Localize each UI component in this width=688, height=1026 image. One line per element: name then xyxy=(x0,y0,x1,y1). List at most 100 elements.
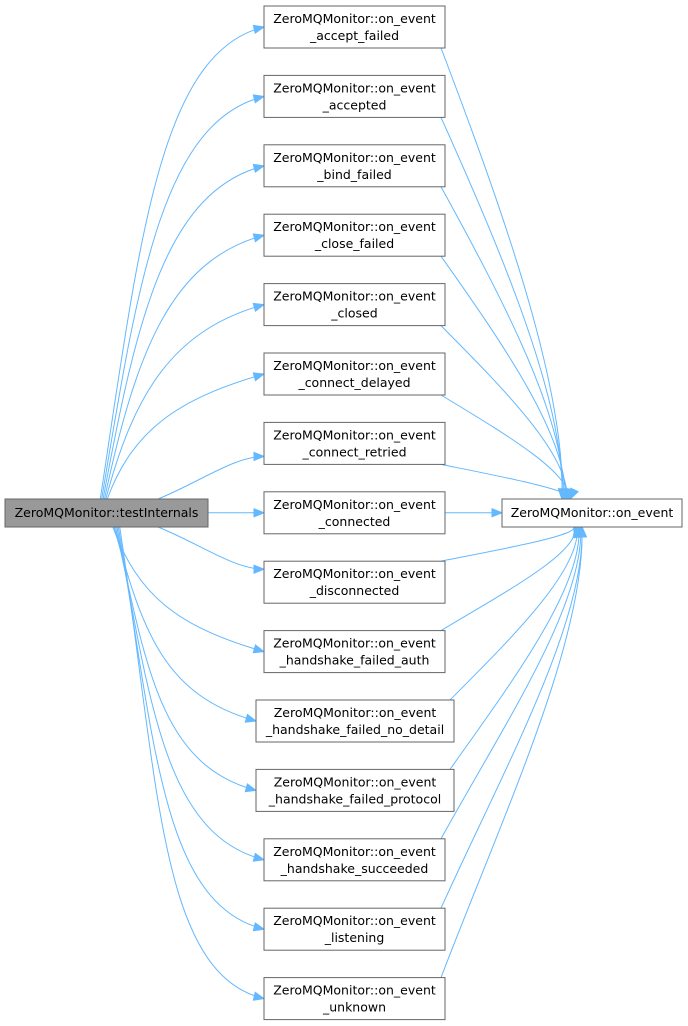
callee-node-14[interactable]: ZeroMQMonitor::on_event_unknown xyxy=(263,977,446,1021)
edge-root-to-1 xyxy=(101,95,265,500)
edge-root-to-0 xyxy=(99,26,265,500)
edge-to-target-9 xyxy=(440,526,576,632)
callee-node-box xyxy=(263,907,446,951)
callee-node-line2: _handshake_failed_protocol xyxy=(268,791,441,806)
callee-node-line1: ZeroMQMonitor::on_event xyxy=(274,774,437,789)
root-node[interactable]: ZeroMQMonitor::testInternals xyxy=(4,498,209,528)
arrowhead-root-to-14 xyxy=(252,991,266,1001)
callee-node-line1: ZeroMQMonitor::on_event xyxy=(273,80,436,95)
callee-node-2[interactable]: ZeroMQMonitor::on_event_bind_failed xyxy=(263,144,446,188)
callee-node-box xyxy=(263,560,446,604)
target-node[interactable]: ZeroMQMonitor::on_event xyxy=(501,498,683,528)
arrowhead-root-to-10 xyxy=(244,713,258,723)
callee-node-4[interactable]: ZeroMQMonitor::on_event_closed xyxy=(263,283,446,327)
arrowhead-root-to-13 xyxy=(252,922,266,932)
edge-root-to-3 xyxy=(103,234,265,500)
callee-node-line2: _accept_failed xyxy=(309,28,399,43)
callee-node-line2: _close_failed xyxy=(314,236,394,251)
callee-node-3[interactable]: ZeroMQMonitor::on_event_close_failed xyxy=(263,213,446,257)
edge-to-target-14 xyxy=(440,526,583,978)
edge-root-to-2 xyxy=(102,165,265,500)
callee-node-line1: ZeroMQMonitor::on_event xyxy=(273,358,436,373)
root-node-label: ZeroMQMonitor::testInternals xyxy=(15,505,199,520)
edges-layer xyxy=(99,24,588,1001)
root-node-box xyxy=(4,498,209,528)
arrowhead-root-to-9 xyxy=(252,644,266,654)
arrowhead-root-to-5 xyxy=(252,372,266,382)
callee-node-line1: ZeroMQMonitor::on_event xyxy=(273,219,436,234)
edge-root-to-14 xyxy=(119,526,265,1000)
callee-node-0[interactable]: ZeroMQMonitor::on_event_accept_failed xyxy=(263,5,446,49)
arrowhead-root-to-6 xyxy=(253,451,266,462)
callee-node-box xyxy=(263,5,446,49)
edge-root-to-6 xyxy=(157,455,265,500)
edge-to-target-0 xyxy=(440,47,563,500)
callee-node-13[interactable]: ZeroMQMonitor::on_event_listening xyxy=(263,907,446,951)
edge-to-target-2 xyxy=(440,186,564,500)
callee-node-box xyxy=(263,630,446,674)
callee-node-line2: _listening xyxy=(324,930,385,945)
callee-node-box xyxy=(263,74,446,118)
edge-to-target-12 xyxy=(440,526,582,840)
callee-node-9[interactable]: ZeroMQMonitor::on_event_handshake_failed… xyxy=(263,630,446,674)
callee-node-line2: _bind_failed xyxy=(316,167,391,182)
callee-node-line1: ZeroMQMonitor::on_event xyxy=(273,913,436,928)
arrowhead-to-target-7 xyxy=(491,508,504,518)
edge-root-to-13 xyxy=(117,526,265,930)
arrowhead-to-target-6 xyxy=(569,487,579,501)
callee-node-1[interactable]: ZeroMQMonitor::on_event_accepted xyxy=(263,74,446,118)
callee-node-line1: ZeroMQMonitor::on_event xyxy=(273,150,436,165)
callee-node-6[interactable]: ZeroMQMonitor::on_event_connect_retried xyxy=(263,421,446,465)
callee-node-box xyxy=(263,838,446,882)
callee-node-7[interactable]: ZeroMQMonitor::on_event_connected xyxy=(263,491,446,535)
callee-node-box xyxy=(255,768,455,812)
callee-node-11[interactable]: ZeroMQMonitor::on_event_handshake_failed… xyxy=(255,768,455,812)
callee-node-box xyxy=(263,144,446,188)
callee-node-5[interactable]: ZeroMQMonitor::on_event_connect_delayed xyxy=(263,352,446,396)
callee-node-line1: ZeroMQMonitor::on_event xyxy=(273,566,436,581)
edge-root-to-4 xyxy=(105,304,265,500)
callee-node-box xyxy=(263,352,446,396)
callee-node-line1: ZeroMQMonitor::on_event xyxy=(273,844,436,859)
edge-root-to-5 xyxy=(106,373,265,500)
arrowhead-root-to-12 xyxy=(252,852,266,862)
arrowhead-root-to-4 xyxy=(252,302,266,312)
arrowhead-root-to-7 xyxy=(253,508,266,518)
edge-to-target-1 xyxy=(440,117,563,500)
callee-node-box xyxy=(263,977,446,1021)
callee-node-line1: ZeroMQMonitor::on_event xyxy=(273,427,436,442)
arrowhead-root-to-2 xyxy=(252,163,266,174)
callee-node-line1: ZeroMQMonitor::on_event xyxy=(273,497,436,512)
callee-node-line2: _disconnected xyxy=(309,583,400,598)
target-node-box xyxy=(501,498,683,528)
edge-to-target-6 xyxy=(440,463,571,500)
arrowhead-root-to-8 xyxy=(253,564,266,574)
edge-to-target-11 xyxy=(449,526,580,770)
edge-to-target-10 xyxy=(449,526,578,701)
edge-to-target-13 xyxy=(440,526,583,909)
callee-node-12[interactable]: ZeroMQMonitor::on_event_handshake_succee… xyxy=(263,838,446,882)
callee-node-box xyxy=(263,283,446,327)
callee-node-line1: ZeroMQMonitor::on_event xyxy=(273,289,436,304)
edge-root-to-8 xyxy=(157,526,265,570)
callee-node-line2: _handshake_failed_no_detail xyxy=(265,722,444,737)
callee-node-10[interactable]: ZeroMQMonitor::on_event_handshake_failed… xyxy=(255,699,455,743)
callee-node-line2: _closed xyxy=(330,306,377,321)
callee-node-box xyxy=(255,699,455,743)
edge-to-target-5 xyxy=(440,394,570,500)
callee-node-box xyxy=(263,491,446,535)
edge-to-target-4 xyxy=(440,325,568,500)
callee-node-line1: ZeroMQMonitor::on_event xyxy=(274,705,437,720)
callee-node-8[interactable]: ZeroMQMonitor::on_event_disconnected xyxy=(263,560,446,604)
callee-node-line2: _unknown xyxy=(322,1000,386,1015)
edge-root-to-11 xyxy=(115,526,257,791)
edge-to-target-8 xyxy=(440,526,575,562)
callee-node-box xyxy=(263,213,446,257)
arrowhead-root-to-3 xyxy=(252,233,266,243)
callee-node-line2: _accepted xyxy=(322,97,387,112)
arrowhead-root-to-0 xyxy=(252,24,266,35)
callee-node-line2: _connect_retried xyxy=(301,444,406,459)
callee-node-box xyxy=(263,421,446,465)
